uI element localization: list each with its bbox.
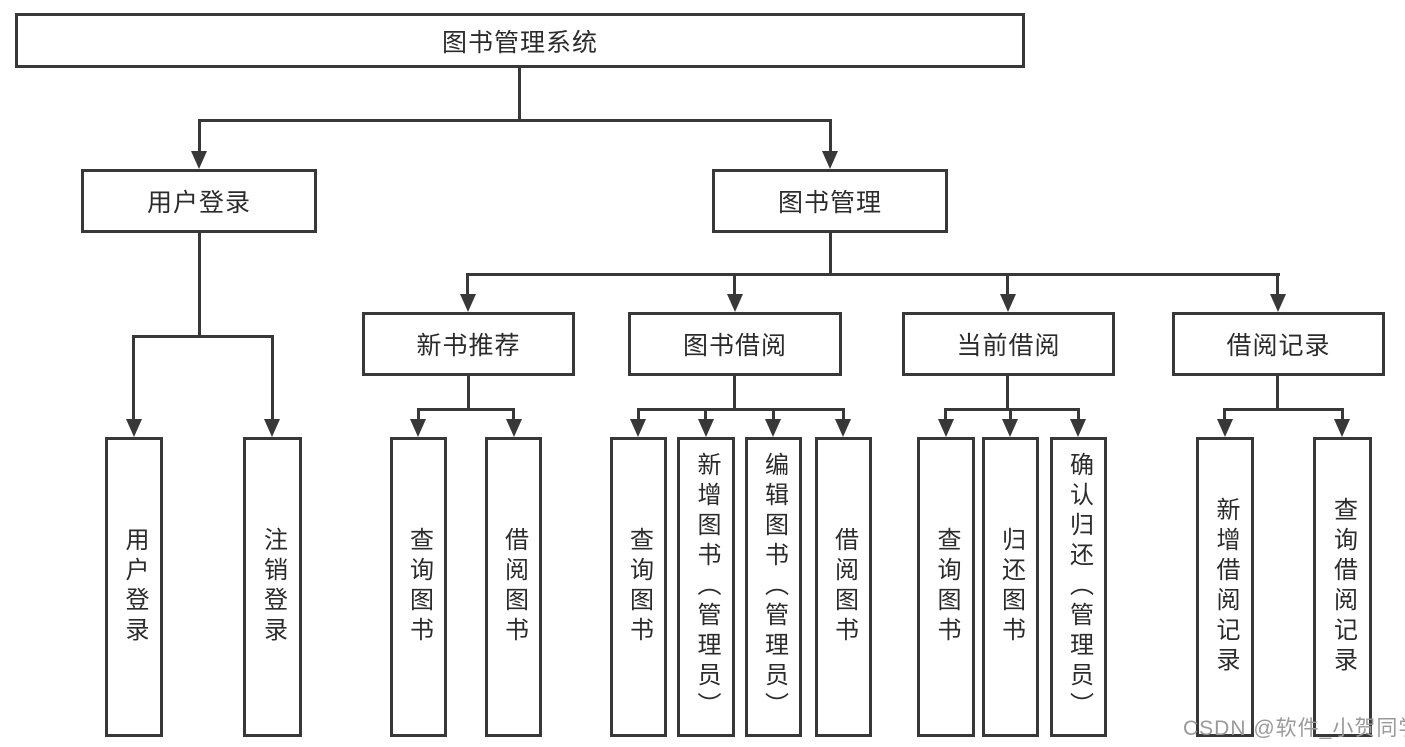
connector-line xyxy=(1276,273,1279,296)
node-book-borrow: 图书借阅 xyxy=(628,312,842,376)
arrowhead-down-icon xyxy=(727,294,743,312)
connector-line xyxy=(132,335,274,338)
node-leaf-borrow-book-recommend: 借阅图书 xyxy=(485,437,542,737)
connector-line xyxy=(198,233,201,335)
connector-line xyxy=(829,233,832,275)
connector-line xyxy=(1341,408,1344,421)
connector-line xyxy=(829,119,832,153)
arrowhead-down-icon xyxy=(1270,294,1286,312)
node-book-management: 图书管理 xyxy=(712,169,948,233)
connector-line xyxy=(518,68,521,120)
arrowhead-down-icon xyxy=(506,419,522,437)
node-leaf-query-book-recommend: 查询图书 xyxy=(390,437,447,737)
node-current-borrow: 当前借阅 xyxy=(902,312,1115,376)
node-leaf-query-book-current: 查询图书 xyxy=(917,437,975,737)
arrowhead-down-icon xyxy=(460,294,476,312)
connector-line xyxy=(944,408,947,421)
csdn-watermark: CSDN @软件_小贺同学 xyxy=(1183,717,1405,740)
connector-line xyxy=(466,273,1280,276)
arrowhead-down-icon xyxy=(264,419,280,437)
arrowhead-down-icon xyxy=(765,419,781,437)
arrowhead-down-icon xyxy=(1334,419,1350,437)
node-leaf-return-book: 归还图书 xyxy=(982,437,1039,737)
arrowhead-down-icon xyxy=(835,419,851,437)
node-library-management-system: 图书管理系统 xyxy=(15,13,1025,68)
connector-line xyxy=(637,408,640,421)
connector-line xyxy=(132,335,135,419)
node-leaf-user-login: 用户登录 xyxy=(105,437,163,737)
node-borrow-record: 借阅记录 xyxy=(1172,312,1385,376)
node-user-login: 用户登录 xyxy=(81,169,317,233)
connector-line xyxy=(1223,408,1226,421)
node-leaf-query-borrow-record: 查询借阅记录 xyxy=(1313,437,1372,737)
connector-line xyxy=(1006,376,1009,410)
connector-line xyxy=(772,408,775,421)
node-leaf-edit-book-admin: 编辑图书（管理员） xyxy=(745,437,802,737)
connector-line xyxy=(1276,376,1279,410)
connector-line xyxy=(417,408,420,421)
connector-line xyxy=(1006,273,1009,296)
connector-line xyxy=(1077,408,1080,421)
arrowhead-down-icon xyxy=(1070,419,1086,437)
connector-line xyxy=(417,408,515,411)
arrowhead-down-icon xyxy=(630,419,646,437)
connector-line xyxy=(198,119,832,122)
node-leaf-borrow-book: 借阅图书 xyxy=(815,437,872,737)
connector-line xyxy=(1009,408,1012,421)
connector-line xyxy=(704,408,707,421)
arrowhead-down-icon xyxy=(410,419,426,437)
arrowhead-down-icon xyxy=(938,419,954,437)
connector-line xyxy=(637,408,845,411)
arrowhead-down-icon xyxy=(191,151,207,169)
connector-line xyxy=(512,408,515,421)
connector-line xyxy=(466,273,469,296)
connector-line xyxy=(733,376,736,410)
arrowhead-down-icon xyxy=(1002,419,1018,437)
arrowhead-down-icon xyxy=(1217,419,1233,437)
node-leaf-add-book-admin: 新增图书（管理员） xyxy=(677,437,735,737)
node-leaf-logout: 注销登录 xyxy=(243,437,302,737)
node-new-book-recommend: 新书推荐 xyxy=(362,312,575,376)
arrowhead-down-icon xyxy=(822,151,838,169)
connector-line xyxy=(733,273,736,296)
connector-line xyxy=(1223,408,1344,411)
arrowhead-down-icon xyxy=(1000,294,1016,312)
arrowhead-down-icon xyxy=(698,419,714,437)
node-leaf-query-book-borrow: 查询图书 xyxy=(610,437,667,737)
connector-line xyxy=(467,376,470,410)
node-leaf-add-borrow-record: 新增借阅记录 xyxy=(1196,437,1254,737)
connector-line xyxy=(842,408,845,421)
connector-line xyxy=(944,408,1080,411)
node-leaf-confirm-return-admin: 确认归还（管理员） xyxy=(1050,437,1107,737)
connector-line xyxy=(271,335,274,419)
arrowhead-down-icon xyxy=(126,419,142,437)
connector-line xyxy=(198,119,201,153)
